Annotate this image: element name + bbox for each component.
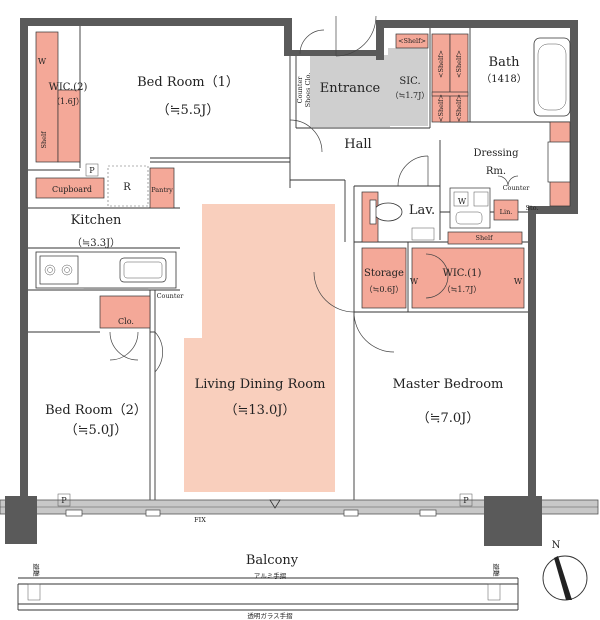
lin-label: Lin. xyxy=(500,208,513,216)
washer-w-label: W xyxy=(458,197,467,206)
cupboard-label: Cupboard xyxy=(52,185,92,194)
shelf-label-wic1: Shelf xyxy=(476,234,494,242)
glass-rail-label: 透明ガラス手摺 xyxy=(247,611,293,620)
sic-floor xyxy=(388,48,428,126)
entrance-counter-label: Counter xyxy=(296,76,304,104)
living-label: Living Dining Room xyxy=(195,377,326,392)
doors xyxy=(109,15,519,378)
wic2-label: WIC.(2) xyxy=(49,82,88,93)
closet-label: Clo. xyxy=(118,317,134,326)
bath-label: Bath xyxy=(489,55,521,70)
kitchen-counter xyxy=(35,251,177,289)
window-marks xyxy=(65,499,437,517)
living-floor-highlight xyxy=(184,204,335,492)
bath-size: （1418） xyxy=(481,73,526,85)
balcony-label: Balcony xyxy=(246,553,299,568)
master-size: （≒7.0J） xyxy=(417,411,480,426)
p-label-1: P xyxy=(89,166,95,175)
wic2-size: （1.6J） xyxy=(52,97,84,106)
entrance-label: Entrance xyxy=(320,81,381,96)
pipe-box-2 xyxy=(57,493,71,507)
lav-label: Lav. xyxy=(409,203,435,218)
dressing-cabinet xyxy=(547,141,571,183)
wic1-w-label: W xyxy=(514,277,523,286)
sic-label: SIC. xyxy=(399,76,420,87)
p-label-3: P xyxy=(463,496,469,505)
wic1-size: （≒1.7J） xyxy=(443,285,482,294)
hall-label: Hall xyxy=(344,137,371,152)
fix-label: FIX xyxy=(194,516,206,524)
storage-units xyxy=(35,31,571,329)
evac-label-left: 避難 xyxy=(32,564,41,578)
compass: N xyxy=(542,540,588,601)
washer-counter-label: Counter xyxy=(503,184,531,192)
sic-size: （≒1.7J） xyxy=(391,91,430,100)
shelf-bracket-label-3: <Shelf> xyxy=(437,94,445,122)
shelf-label-wic2: Shelf xyxy=(40,131,48,149)
shelf-bracket-label-top: <Shelf> xyxy=(398,37,426,45)
kitchen-label: Kitchen xyxy=(71,213,122,228)
bedroom1-label: Bed Room（1） xyxy=(137,75,239,90)
wic1-label: WIC.(1) xyxy=(443,268,482,279)
bedroom2-label: Bed Room（2） xyxy=(45,403,147,418)
bedroom2-size: （≒5.0J） xyxy=(65,423,128,438)
storage-label: Storage xyxy=(364,268,404,279)
balcony-area xyxy=(17,577,519,611)
wic1-w-left-label: W xyxy=(410,277,419,286)
shelf-bracket-label-1: <Shelf> xyxy=(437,50,445,78)
bathtub xyxy=(533,37,571,117)
entrance-floor xyxy=(310,55,390,127)
sto-label: Sto. xyxy=(526,204,539,212)
shelf-bracket-label-2: <Shelf> xyxy=(455,50,463,78)
pipe-box-1 xyxy=(85,163,99,177)
compass-north-label: N xyxy=(552,540,561,551)
evac-label-right: 避難 xyxy=(492,564,501,578)
shelf-bracket-label-4: <Shelf> xyxy=(455,94,463,122)
pipe-box-3 xyxy=(459,493,473,507)
storage-size: （≒0.6J） xyxy=(365,285,404,294)
sash-line xyxy=(0,496,599,546)
kitchen-size: （≒3.3J） xyxy=(72,237,120,249)
aluminum-rail-label: アルミ手摺 xyxy=(254,571,287,580)
dressing-label: Dressing xyxy=(473,148,519,159)
living-size: （≒13.0J） xyxy=(224,403,295,418)
master-label: Master Bedroom xyxy=(393,377,504,392)
shoes-closet-label: Shoes Clo. xyxy=(304,73,312,108)
refrigerator xyxy=(107,165,149,207)
p-label-2: P xyxy=(61,496,67,505)
dressing-sub: Rm. xyxy=(486,166,506,177)
kitchen-counter-label: Counter xyxy=(157,292,185,300)
bedroom1-size: （≒5.5J） xyxy=(157,103,220,118)
pantry-label: Pantry xyxy=(151,186,173,194)
refrigerator-label: R xyxy=(123,182,131,193)
washbasin xyxy=(411,187,491,241)
wic2-w-label: W xyxy=(38,57,47,66)
toilet xyxy=(369,199,403,225)
